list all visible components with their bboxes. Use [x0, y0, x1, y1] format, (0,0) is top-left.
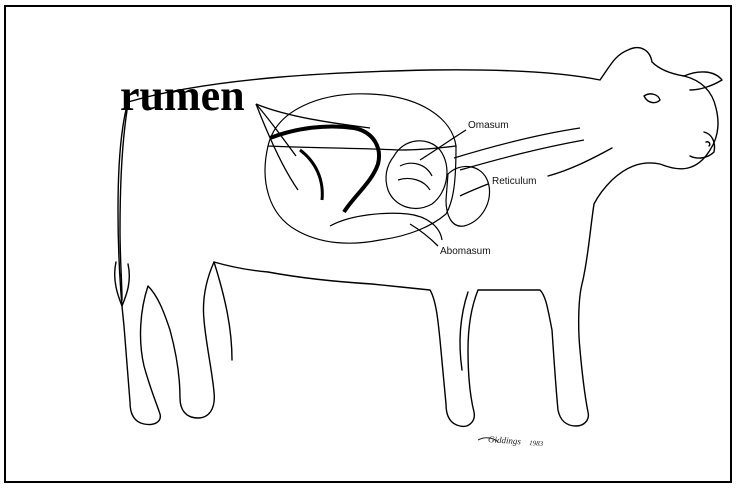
reticulum-leader [460, 184, 488, 196]
rumen-ventral-sac [265, 146, 456, 243]
omasum-lamina-1 [400, 163, 432, 176]
cow-neck-line [548, 148, 612, 176]
omasum-label: Omasum [468, 120, 509, 131]
cow-tail [120, 104, 128, 300]
cow-leg-line-2 [214, 262, 232, 360]
cow-ear [684, 72, 722, 90]
rumen-fold [300, 150, 322, 200]
rumen-label: rumen [120, 74, 245, 118]
cow-eye [644, 94, 660, 103]
omasum-organ [386, 141, 447, 209]
abomasum-label: Abomasum [440, 246, 491, 257]
esophagus [454, 128, 580, 158]
cow-muzzle [690, 132, 715, 158]
cow-leg-line-1 [460, 292, 468, 370]
esophagus-lower [460, 140, 584, 170]
omasum-lamina-2 [398, 178, 430, 190]
cow-nostril [706, 142, 710, 146]
reticulum-label: Reticulum [492, 176, 536, 187]
signature-year: 1983 [529, 439, 544, 448]
abomasum-organ [330, 213, 442, 240]
rumen-groove [270, 126, 379, 212]
